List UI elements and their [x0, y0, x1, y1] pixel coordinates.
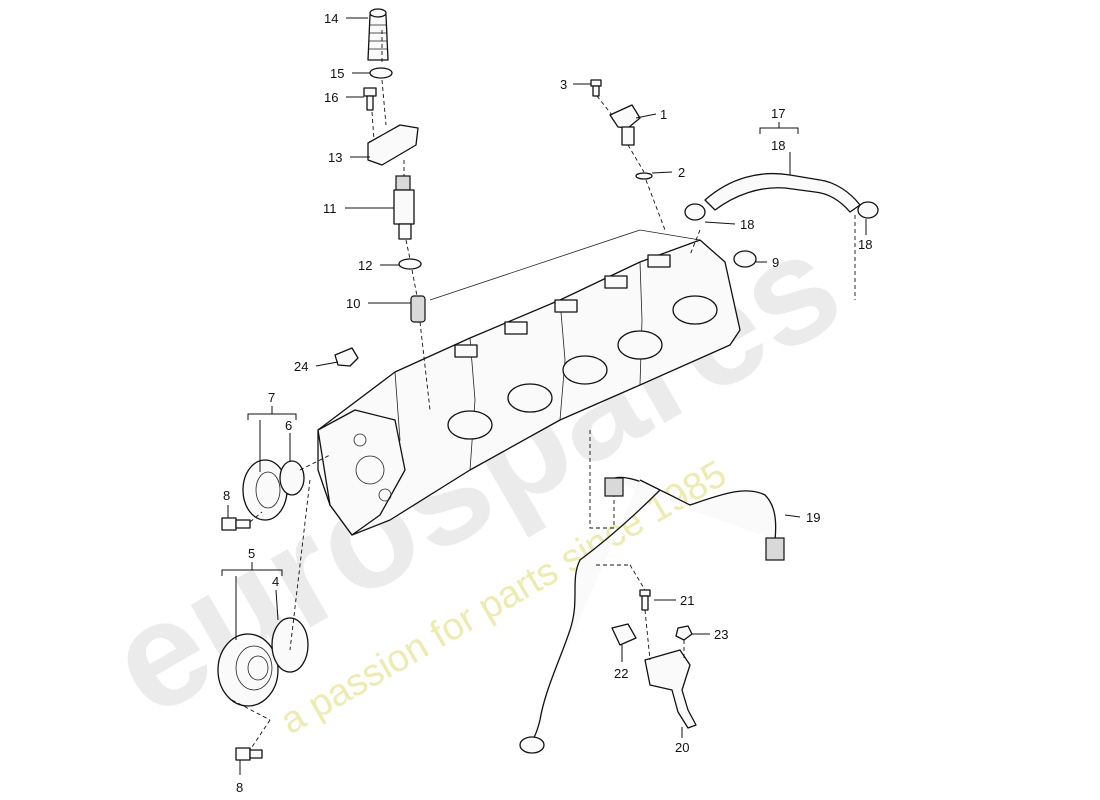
part-21-bolt: [639, 589, 651, 611]
watermark-logo: eurospares: [82, 198, 866, 748]
callout-10: 10: [346, 296, 360, 311]
callout-1: 1: [660, 107, 667, 122]
part-19-oil-line: [519, 476, 785, 754]
callout-8-lower: 8: [236, 780, 243, 795]
callout-16: 16: [324, 90, 338, 105]
callout-2: 2: [678, 165, 685, 180]
part-24-clip: [334, 347, 359, 367]
dashed-lines: [231, 30, 856, 751]
part-1-sensor: [609, 104, 641, 146]
watermark: eurospares a passion for parts since 198…: [82, 198, 866, 748]
part-10-filter: [410, 295, 426, 323]
callout-20: 20: [675, 740, 689, 755]
callout-18-top: 18: [771, 138, 785, 153]
part-3-bolt: [590, 79, 602, 97]
callout-18-mid: 18: [740, 217, 754, 232]
part-8-bolt-upper: [221, 517, 251, 531]
callout-7: 7: [268, 390, 275, 405]
part-7-cover: [242, 459, 288, 521]
leader-lines: [221, 17, 867, 775]
callout-9: 9: [772, 255, 779, 270]
part-23-nut: [675, 625, 693, 641]
part-2-seal: [635, 172, 653, 180]
callout-22: 22: [614, 666, 628, 681]
callout-15: 15: [330, 66, 344, 81]
part-9-ring: [733, 250, 757, 268]
part-4-oring: [271, 617, 309, 673]
callout-11: 11: [323, 201, 337, 216]
callout-17: 17: [771, 106, 785, 121]
part-20-bracket: [644, 649, 697, 729]
callout-4: 4: [272, 574, 279, 589]
callout-6: 6: [285, 418, 292, 433]
callout-23: 23: [714, 627, 728, 642]
callout-5: 5: [248, 546, 255, 561]
callout-12: 12: [358, 258, 372, 273]
part-18-clamp-right: [857, 201, 879, 219]
part-14-boot: [367, 8, 389, 61]
callout-19: 19: [806, 510, 820, 525]
part-12-oring: [398, 258, 422, 270]
part-16-bolt: [363, 87, 377, 111]
part-5-housing: [217, 633, 279, 707]
part-8-bolt-lower: [235, 747, 263, 761]
part-18-clamp-left: [684, 203, 706, 221]
callout-14: 14: [324, 11, 338, 26]
callout-3: 3: [560, 77, 567, 92]
cylinder-head: [317, 229, 741, 536]
callout-labels: 1 2 3 4 5 6 7 8 8 9 10 11 12 13 14 15 16…: [223, 11, 872, 795]
part-17-hose: [704, 172, 861, 213]
callout-18-right: 18: [858, 237, 872, 252]
callout-13: 13: [328, 150, 342, 165]
part-6-oring: [279, 460, 305, 496]
callout-21: 21: [680, 593, 694, 608]
part-13-flange: [367, 124, 419, 166]
callout-24: 24: [294, 359, 308, 374]
part-15-seal: [369, 67, 393, 79]
callout-8-upper: 8: [223, 488, 230, 503]
part-22-clip: [611, 623, 637, 646]
part-11-valve: [393, 175, 415, 240]
